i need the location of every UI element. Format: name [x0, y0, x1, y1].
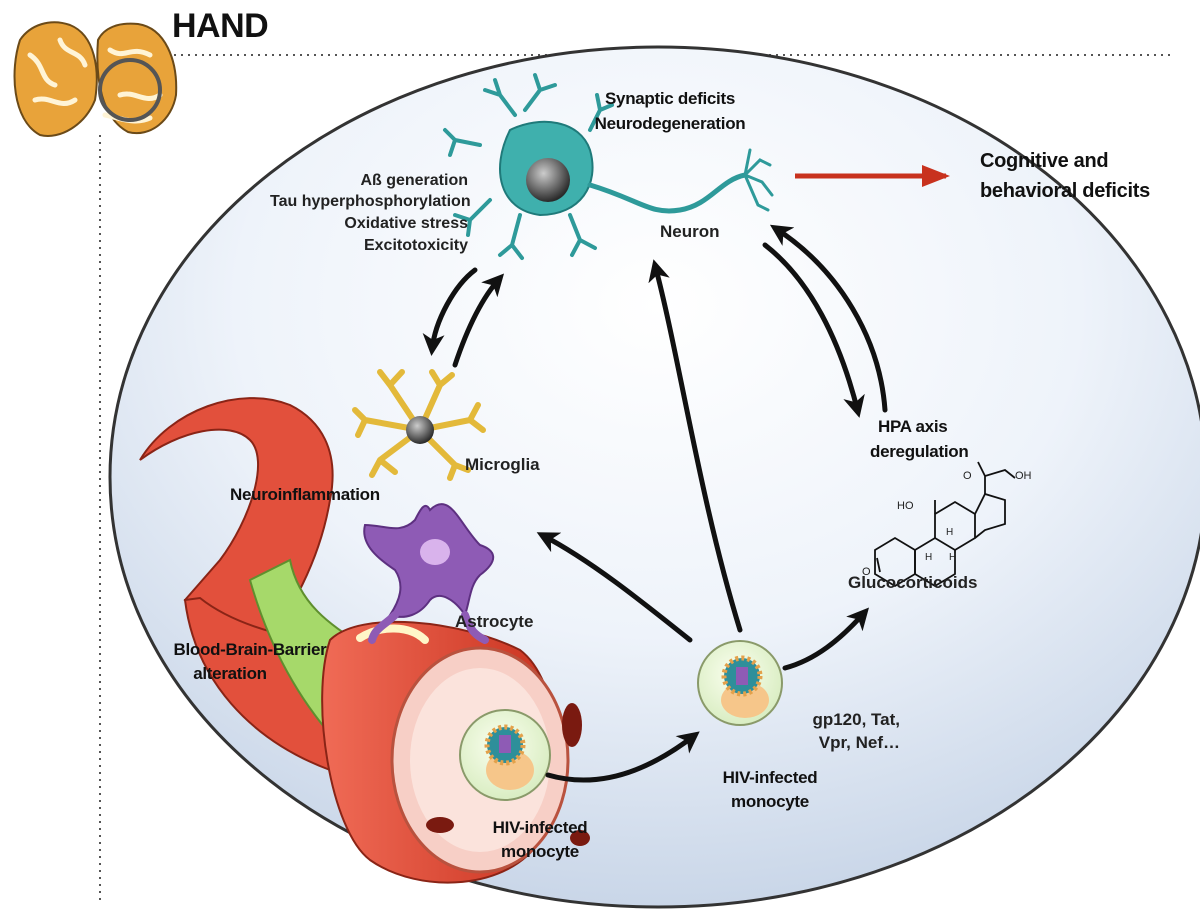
- monocyte-free-label-line1: HIV-infected: [722, 768, 818, 787]
- mechanism-3: Oxidative stress: [344, 215, 468, 232]
- hpa-label-line1: HPA axis: [878, 417, 948, 436]
- microglia-label: Microglia: [465, 455, 540, 474]
- monocyte-vessel-label-line1: HIV-infected: [492, 818, 588, 837]
- atom-oh: OH: [1015, 470, 1032, 482]
- neuron-effect-2: Neurodegeneration: [594, 114, 746, 133]
- atom-h2: H: [925, 552, 933, 563]
- glucocorticoids-label: Glucocorticoids: [848, 573, 978, 592]
- astrocyte-cell: [363, 503, 495, 644]
- brain-section-icon: [13, 21, 178, 137]
- atom-ho: HO: [897, 500, 914, 512]
- atom-h1: H: [946, 527, 954, 538]
- blood-vessel: [139, 397, 590, 884]
- viral-proteins-line2: Vpr, Nef…: [818, 733, 900, 752]
- outcome-label-line1: Cognitive and: [980, 150, 1109, 172]
- glucocorticoid-structure: [874, 461, 1016, 588]
- title: HAND: [172, 7, 269, 45]
- mechanism-2: Tau hyperphosphorylation: [270, 193, 471, 210]
- monocyte-free: [697, 640, 783, 726]
- microglia-cell: [352, 369, 486, 481]
- atom-o-top: O: [963, 470, 972, 482]
- atom-h3: H: [949, 552, 957, 563]
- outcome-label-line2: behavioral deficits: [980, 180, 1150, 202]
- monocyte-vessel-label-line2: monocyte: [501, 842, 579, 861]
- interaction-arrows: [422, 224, 888, 783]
- neuron-nucleus: [526, 158, 570, 202]
- neuroinflammation-label: Neuroinflammation: [230, 485, 380, 504]
- astrocyte-label: Astrocyte: [455, 612, 534, 631]
- atom-o-left: O: [862, 566, 871, 578]
- viral-proteins-line1: gp120, Tat,: [812, 710, 900, 729]
- monocyte-in-vessel: [459, 709, 551, 801]
- mechanism-1: Aß generation: [360, 172, 468, 189]
- microglia-nucleus: [406, 416, 434, 444]
- monocyte-free-label-line2: monocyte: [731, 792, 809, 811]
- neuron-label: Neuron: [660, 222, 720, 241]
- bbb-label-line2: alteration: [193, 664, 267, 683]
- bbb-label-line1: Blood-Brain-Barrier: [173, 640, 327, 659]
- mechanism-4: Excitotoxicity: [363, 237, 468, 254]
- hpa-label-line2: deregulation: [870, 442, 969, 461]
- neuron-effect-1: Synaptic deficits: [605, 89, 735, 108]
